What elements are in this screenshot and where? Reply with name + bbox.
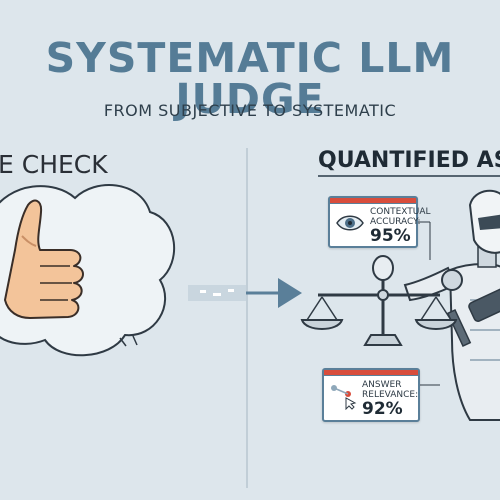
card-header-bar — [330, 198, 416, 204]
metric-label-line1: CONTEXTUAL — [370, 207, 431, 217]
metric-label-line2: RELEVANCE: — [362, 389, 419, 400]
eye-icon — [336, 215, 364, 231]
card-header-bar — [324, 370, 418, 376]
cursor-graph-icon — [331, 385, 357, 410]
robot-icon — [403, 189, 500, 421]
page-subtitle: FROM SUBJECTIVE TO SYSTEMATIC — [103, 101, 397, 120]
left-panel-heading: E CHECK — [0, 150, 108, 179]
metric-card-contextual-accuracy: CONTEXTUAL ACCURACY: 95% — [328, 196, 431, 248]
page-title: SYSTEMATIC LLM JUDGE — [45, 34, 455, 123]
transition-arrow — [188, 278, 302, 308]
motion-ticks — [119, 335, 138, 347]
metric-value: 92% — [362, 399, 403, 419]
right-panel-heading: QUANTIFIED AS — [318, 148, 500, 173]
metric-label-line1: ANSWER — [362, 380, 402, 390]
center-divider — [246, 148, 248, 488]
metric-value: 95% — [370, 226, 411, 246]
thumbs-up-icon — [4, 199, 84, 319]
metric-card-answer-relevance: ANSWER RELEVANCE: 92% — [322, 368, 420, 422]
metric-label-line2: ACCURACY: — [370, 216, 421, 227]
balance-scale-icon — [300, 255, 458, 346]
